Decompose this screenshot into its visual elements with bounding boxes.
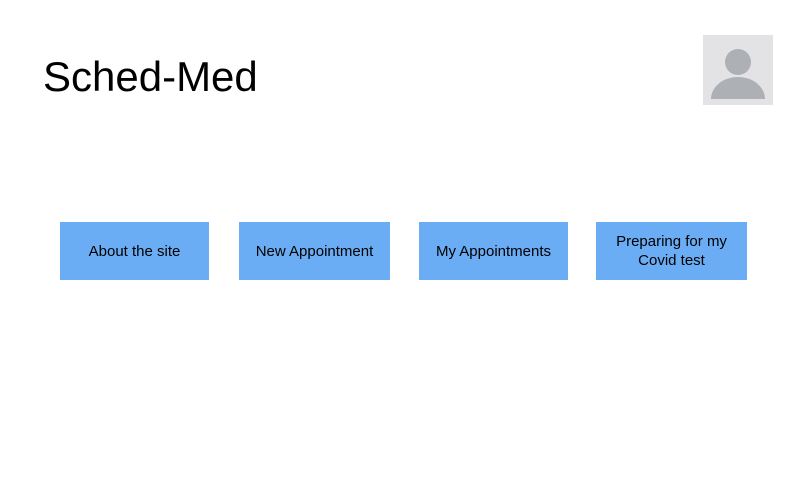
nav-button-my-appointments[interactable]: My Appointments bbox=[419, 222, 568, 280]
nav-button-label: My Appointments bbox=[435, 242, 552, 260]
nav-button-new-appointment[interactable]: New Appointment bbox=[239, 222, 390, 280]
nav-button-label: New Appointment bbox=[255, 242, 374, 260]
avatar[interactable] bbox=[703, 35, 773, 105]
page-header: Sched-Med bbox=[0, 0, 806, 140]
page-title: Sched-Med bbox=[43, 53, 258, 100]
nav-button-label: About the site bbox=[88, 242, 181, 260]
nav-button-preparing-for-my-covid-test[interactable]: Preparing for my Covid test bbox=[596, 222, 747, 280]
nav-button-label: Preparing for my Covid test bbox=[616, 233, 727, 269]
nav-button-about-the-site[interactable]: About the site bbox=[60, 222, 209, 280]
person-avatar-icon bbox=[711, 49, 765, 99]
main-nav: About the site New Appointment My Appoin… bbox=[0, 222, 806, 282]
